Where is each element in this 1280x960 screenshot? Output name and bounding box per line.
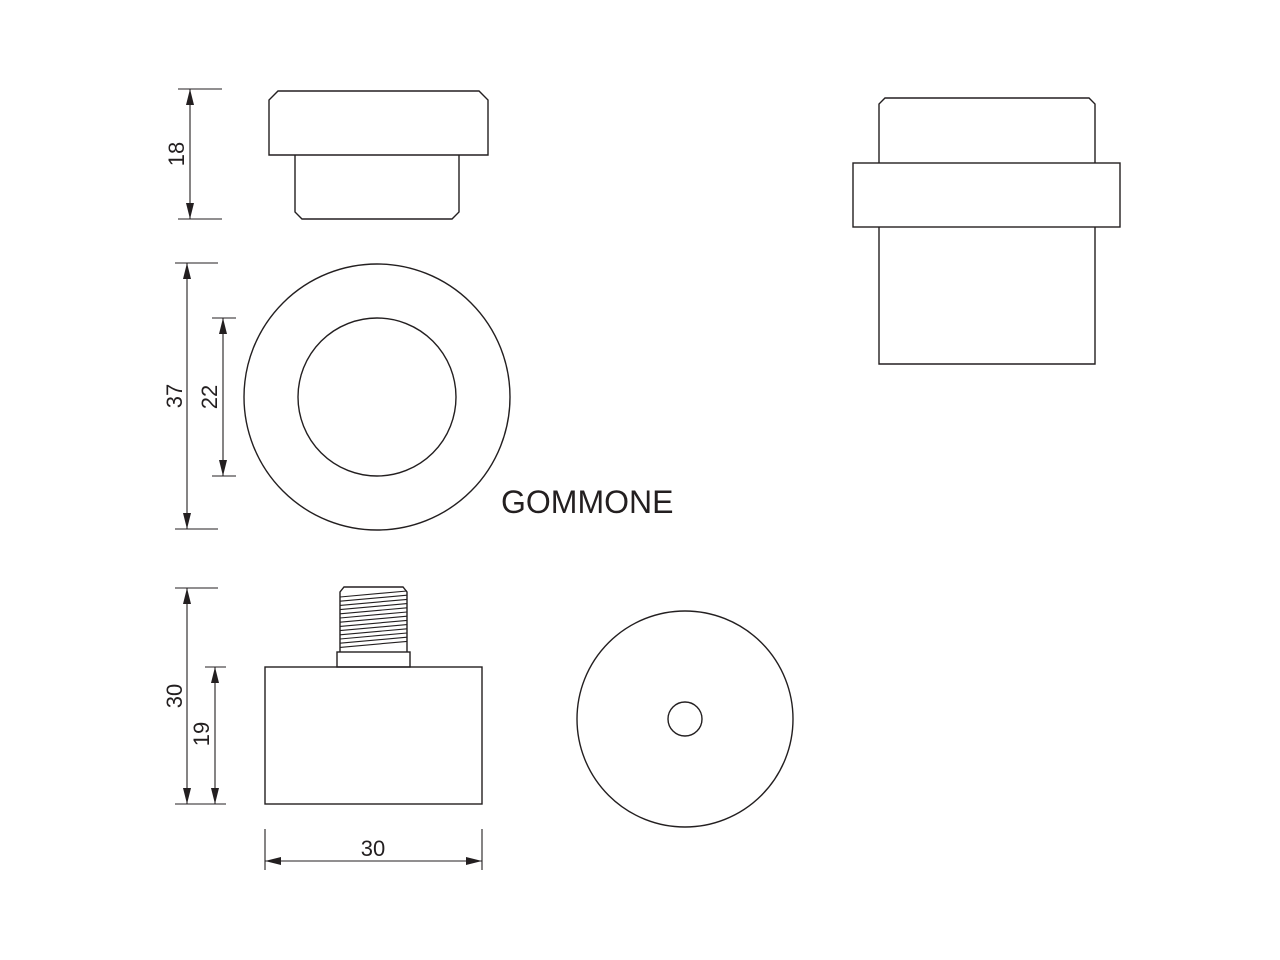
ring-top-view [243,263,511,531]
assembly-side-view [852,97,1121,365]
dimension-top-height: 18 [164,88,222,220]
dimension-body-height: 19 [189,666,226,804]
thread-line [339,636,408,644]
thread-line [339,598,408,606]
stopper-side-view [268,90,489,220]
foot-top-view [576,610,794,828]
thread-line [339,615,408,623]
thread-line [339,603,408,611]
dimension-label-18: 18 [164,142,189,166]
dimension-label-37: 37 [162,384,187,408]
dimension-inner-diameter: 22 [197,317,236,477]
thread-line [339,611,408,619]
dimension-total-height: 30 [162,587,226,805]
thread-line [339,640,408,648]
dimension-label-30-height: 30 [162,684,187,708]
thread-line [339,590,408,598]
dimension-label-19: 19 [189,722,214,746]
thread-line [339,607,408,615]
thread-line [339,628,408,636]
thread-line [339,594,408,602]
dimension-outer-diameter: 37 [162,262,218,530]
dimension-width: 30 [264,829,483,870]
dimension-label-22: 22 [197,385,222,409]
thread-line [339,624,408,632]
thread-line [339,632,408,640]
dimension-label-30-width: 30 [361,836,385,861]
thread-line [339,619,408,627]
thread-lines [339,590,408,648]
part-label: GOMMONE [501,484,673,520]
foot-side-view [264,586,483,805]
